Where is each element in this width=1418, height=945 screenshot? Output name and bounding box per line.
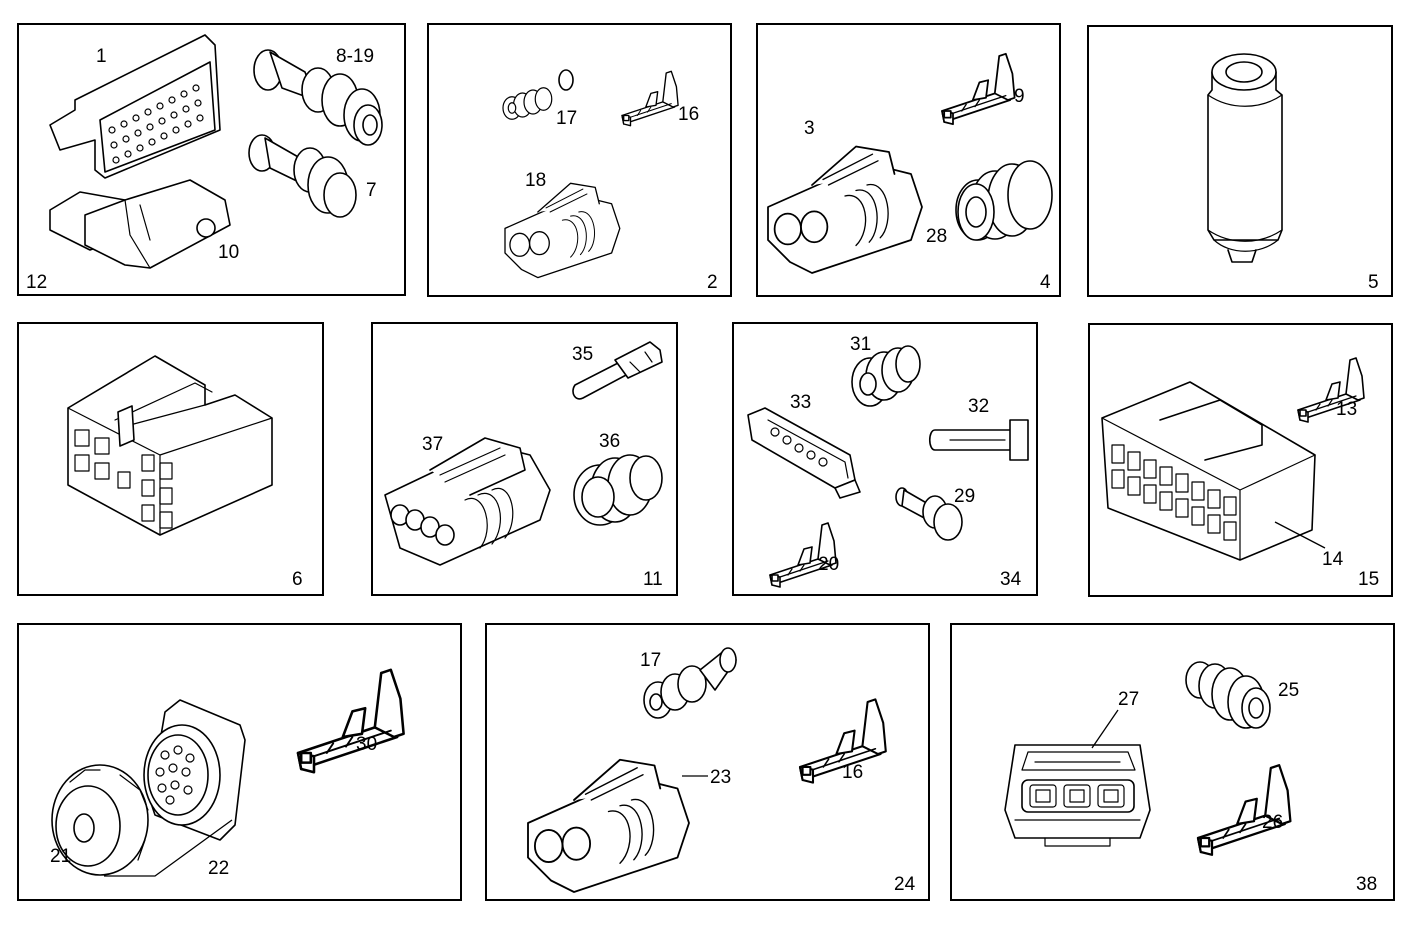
- panel-4: 9 3 28 4: [756, 23, 1061, 297]
- pin-35: [572, 341, 663, 400]
- seal-17b: [643, 647, 737, 719]
- seal-29: [895, 487, 963, 541]
- label-16b: 16: [842, 762, 863, 783]
- label-21: 21: [50, 846, 71, 867]
- panel-number-12: 12: [26, 272, 47, 293]
- label-22: 22: [208, 858, 229, 879]
- label-25: 25: [1278, 680, 1299, 701]
- label-32: 32: [968, 396, 989, 417]
- label-13: 13: [1336, 399, 1357, 420]
- leader-22: [104, 819, 233, 877]
- label-16: 16: [678, 104, 699, 125]
- label-10: 10: [218, 242, 239, 263]
- label-9: 9: [1014, 86, 1025, 107]
- panel-number-5: 5: [1368, 272, 1379, 293]
- label-7: 7: [366, 180, 377, 201]
- panel-number-24: 24: [894, 874, 916, 895]
- panel-38: 27 25 26 38: [950, 623, 1395, 901]
- panel-24: 17 23 16 24: [485, 623, 930, 901]
- panel-6: 6: [17, 322, 324, 596]
- seal-28: [955, 160, 1053, 241]
- panel-22: 30 21 22: [17, 623, 462, 901]
- panel-number-6: 6: [292, 569, 303, 590]
- label-14: 14: [1322, 549, 1344, 570]
- label-35: 35: [572, 344, 593, 365]
- label-27: 27: [1118, 689, 1139, 710]
- label-23: 23: [710, 767, 731, 788]
- component-5: [1207, 53, 1283, 263]
- label-28: 28: [926, 226, 947, 247]
- seal-8-19: [253, 49, 383, 146]
- panel-2: 17 16 18 2: [427, 23, 732, 297]
- connector-14: [1101, 381, 1326, 561]
- component-6: [67, 355, 273, 536]
- panel-number-4: 4: [1040, 272, 1051, 293]
- label-30: 30: [356, 734, 377, 755]
- label-33: 33: [790, 392, 811, 413]
- connector-23: [527, 758, 708, 893]
- connector-block-1: [49, 34, 221, 179]
- label-37: 37: [422, 434, 443, 455]
- connector-37: [384, 437, 551, 566]
- housing-33: [747, 407, 861, 499]
- coupling-nut-21: [51, 764, 149, 876]
- housing-10: [49, 179, 231, 269]
- label-17b: 17: [640, 650, 661, 671]
- panel-number-2: 2: [707, 272, 718, 293]
- label-36: 36: [599, 431, 620, 452]
- label-3: 3: [804, 118, 815, 139]
- label-1: 1: [96, 46, 107, 67]
- panel-34: 31 33 32 29 20 34: [732, 322, 1038, 596]
- panel-number-38: 38: [1356, 874, 1377, 895]
- seal-31: [851, 345, 921, 407]
- panel-number-34: 34: [1000, 569, 1022, 590]
- seal-17: [502, 69, 574, 120]
- label-18: 18: [525, 170, 546, 191]
- seal-7: [248, 134, 357, 218]
- label-31: 31: [850, 334, 871, 355]
- label-26: 26: [1262, 812, 1283, 833]
- flange-connector: [143, 699, 246, 841]
- panel-number-15: 15: [1358, 569, 1379, 590]
- panel-11: 35 37 36 11: [371, 322, 678, 596]
- label-29: 29: [954, 486, 975, 507]
- pin-32: [928, 419, 1029, 461]
- seal-25: [1185, 661, 1271, 729]
- panel-15: 13 14 15: [1088, 323, 1393, 597]
- seal-36: [573, 454, 663, 526]
- label-20: 20: [818, 554, 839, 575]
- panel-5: 5: [1087, 25, 1393, 297]
- label-17: 17: [556, 108, 577, 129]
- connector-27: [1004, 709, 1151, 847]
- panel-12: 1 8-19 7 10 12: [17, 23, 406, 296]
- label-8-19: 8-19: [336, 46, 374, 67]
- panel-number-11: 11: [643, 569, 663, 590]
